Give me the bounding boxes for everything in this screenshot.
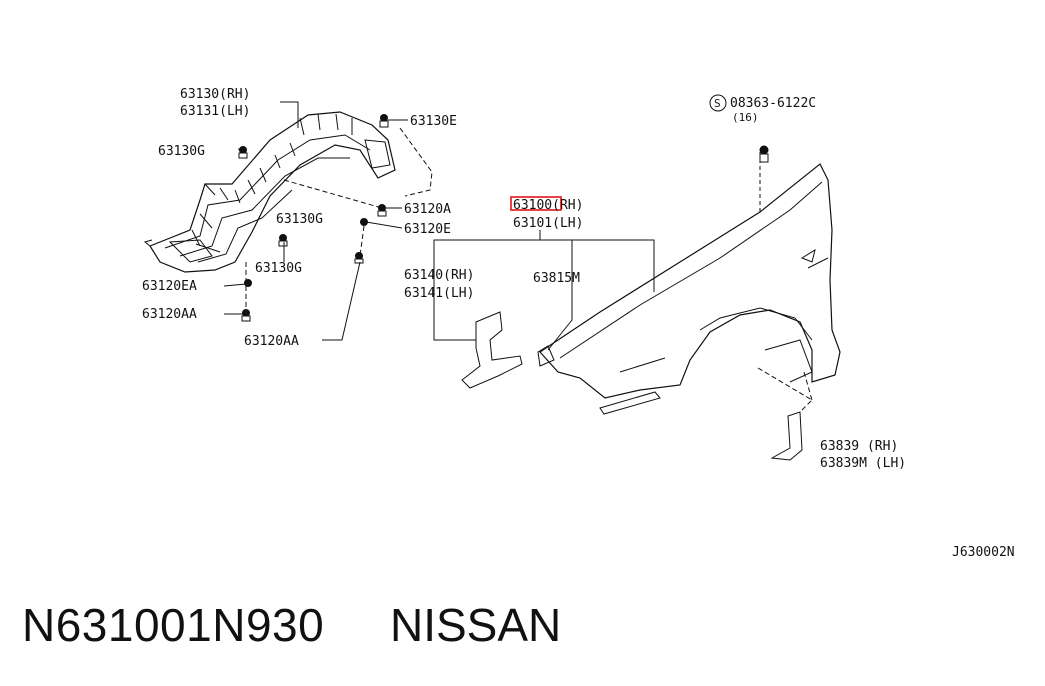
bolt-standard-circle — [709, 94, 727, 112]
label-clip-g-low: 63130G — [255, 261, 302, 276]
label-cover-rh: 63839 (RH) — [820, 439, 898, 454]
label-screw-ea: 63120EA — [142, 279, 197, 294]
label-inner-lh: 63131(LH) — [180, 104, 250, 119]
label-inner-rh: 63130(RH) — [180, 87, 250, 102]
highlight-box — [510, 196, 562, 211]
label-clip-e-top: 63130E — [410, 114, 457, 129]
label-bolt-s: S — [714, 97, 721, 110]
front-fender-drawing — [537, 152, 841, 415]
parts-diagram: 63130(RH) 63131(LH) 63130E 63130G 63120A… — [142, 87, 1015, 560]
label-bolt-qty: (16) — [732, 111, 759, 124]
label-clip-g-mid: 63130G — [276, 212, 323, 227]
fender-liner-drawing — [143, 111, 396, 273]
label-screw-aa-low: 63120AA — [244, 334, 299, 349]
brand-name: NISSAN — [390, 599, 562, 651]
part-number: N631001N930 — [22, 599, 325, 651]
label-bolt: 08363-6122C — [730, 96, 816, 111]
label-screw-a: 63120A — [404, 202, 451, 217]
label-bracket-lh: 63141(LH) — [404, 286, 474, 301]
bracket-drawing — [461, 311, 523, 389]
fastener-icons — [238, 114, 769, 322]
drawing-id: J630002N — [952, 545, 1015, 560]
label-bracket-rh: 63140(RH) — [404, 268, 474, 283]
liner-leader-lines — [223, 101, 433, 341]
fender-cover-drawing — [770, 411, 803, 461]
label-fender-lh: 63101(LH) — [513, 216, 583, 231]
diagram-labels: 63130(RH) 63131(LH) 63130E 63130G 63120A… — [142, 87, 1015, 560]
label-clip-e-mid: 63120E — [404, 222, 451, 237]
label-cover-lh: 63839M (LH) — [820, 456, 906, 471]
fender-leader-lines — [433, 230, 813, 413]
label-seal: 63815M — [533, 271, 580, 286]
label-fender-rh: 63100(RH) — [513, 198, 583, 213]
label-clip-g-left: 63130G — [158, 144, 205, 159]
label-screw-aa-left: 63120AA — [142, 307, 197, 322]
